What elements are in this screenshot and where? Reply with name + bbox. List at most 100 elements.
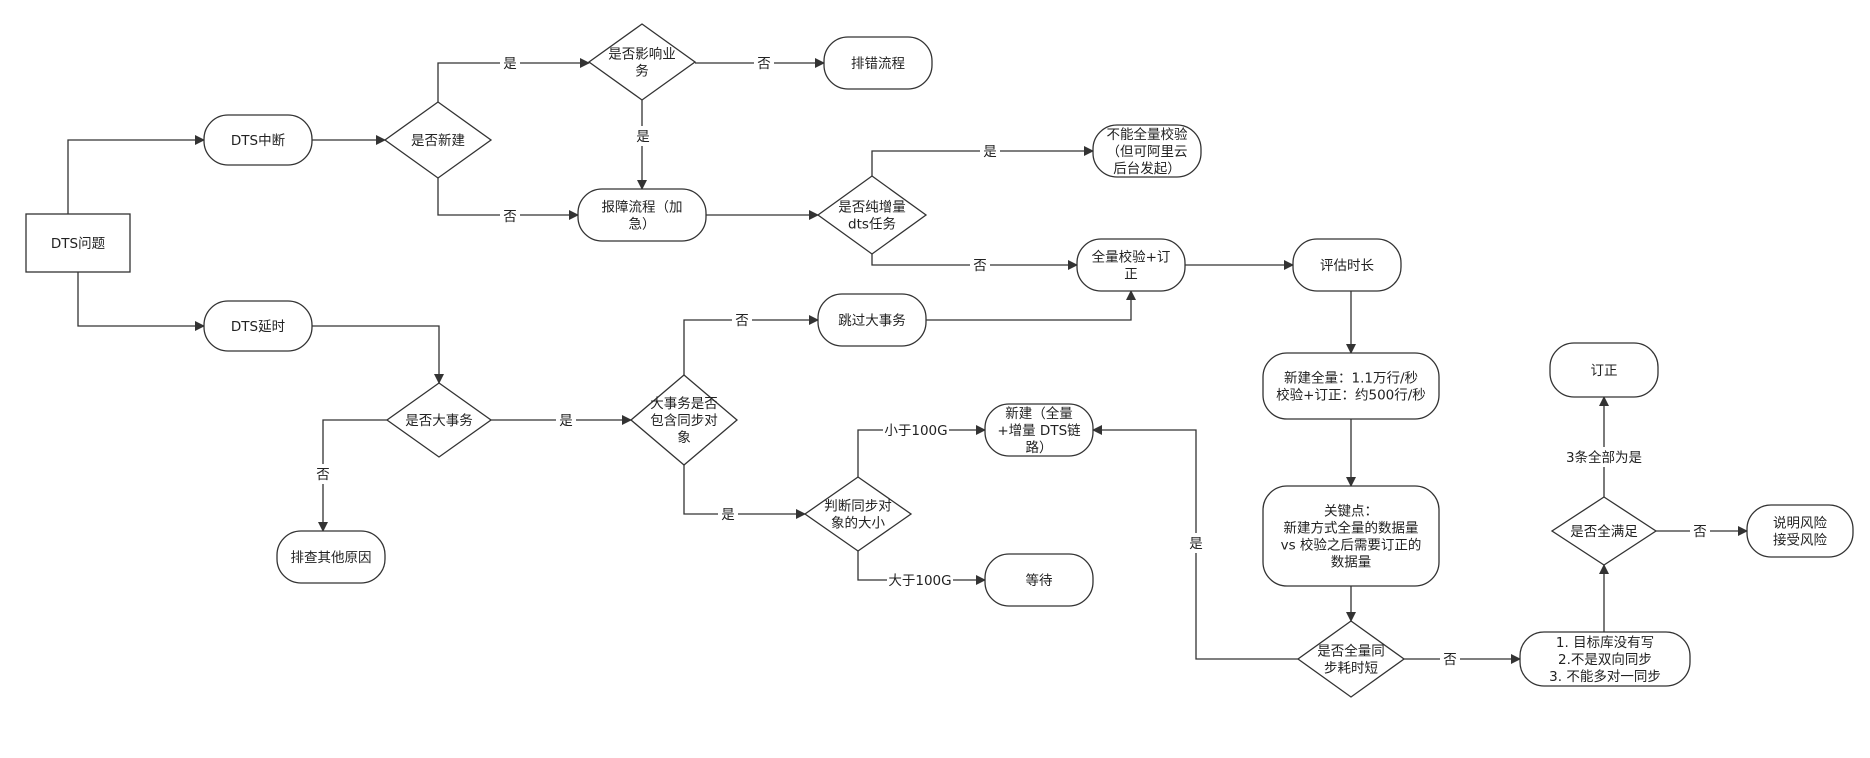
node-text: +增量 DTS链 xyxy=(997,423,1081,439)
terminal-box xyxy=(823,36,933,90)
edge-label-text: 是 xyxy=(721,507,735,523)
edge-label-text: 否 xyxy=(757,56,771,72)
node-text: DTS问题 xyxy=(51,236,105,252)
edge-label-text: 是 xyxy=(559,413,573,429)
node-text: 订正 xyxy=(1591,363,1618,379)
node-text: 报障流程（加 xyxy=(602,200,683,216)
edge-label-text: 否 xyxy=(1443,652,1457,668)
node-text: 后台发起） xyxy=(1113,161,1181,177)
node-text: 新建（全量 xyxy=(1005,405,1073,422)
decision-diamond xyxy=(385,382,493,458)
node-text: 不能全量校验 xyxy=(1107,126,1188,143)
edge-label-text: 否 xyxy=(316,467,330,483)
edge-label-no-conditions: 否 xyxy=(1440,649,1460,669)
node-text: DTS中断 xyxy=(231,133,285,149)
edge-label-yes-big-tx: 是 xyxy=(556,410,576,430)
node-wait: 等待 xyxy=(984,553,1094,607)
node-text: 1. 目标库没有写 xyxy=(1556,635,1654,651)
edge-label-gt-100g: 大于100G xyxy=(887,570,953,590)
node-fix: 订正 xyxy=(1549,342,1659,398)
terminal-box xyxy=(203,114,313,166)
decision-diamond xyxy=(803,476,913,552)
node-skip-big-tx: 跳过大事务 xyxy=(817,293,927,347)
node-text: 跳过大事务 xyxy=(838,313,906,329)
node-all-satisfied: 是否全满足 xyxy=(1550,496,1658,566)
node-text: vs 校验之后需要订正的 xyxy=(1281,537,1422,554)
edge-label-text: 小于100G xyxy=(884,423,947,439)
terminal-box xyxy=(1092,124,1202,178)
edge-label-no-troubleshoot: 否 xyxy=(754,53,774,73)
edge-label-yes-affects: 是 xyxy=(500,53,520,73)
terminal-box xyxy=(1292,238,1402,292)
edge-sync-obj-to-judge xyxy=(683,465,806,519)
terminal-box xyxy=(203,300,313,352)
edge-label-text: 否 xyxy=(735,313,749,329)
node-text: 3. 不能多对一同步 xyxy=(1549,668,1661,685)
edge-label-text: 否 xyxy=(503,209,517,225)
edge-label-yes-new-build: 是 xyxy=(1186,533,1206,553)
node-text: 大事务是否 xyxy=(650,396,718,412)
node-text: 是否影响业 xyxy=(608,47,676,63)
edge-label-text: 3条全部为是 xyxy=(1566,449,1642,466)
node-text: 评估时长 xyxy=(1320,258,1374,274)
node-text: 全量校验+订 xyxy=(1092,249,1171,266)
node-report-flow: 报障流程（加急） xyxy=(577,188,707,242)
process-box xyxy=(25,213,131,273)
node-text: 象 xyxy=(677,430,691,446)
edge-label-yes-no-check: 是 xyxy=(980,141,1000,161)
node-text: 排查其他原因 xyxy=(291,550,372,566)
node-text: 新建方式全量的数据量 xyxy=(1284,520,1419,537)
terminal-box xyxy=(577,188,707,242)
edge-delay-to-big-transaction xyxy=(312,325,444,384)
edge-label-text: 大于100G xyxy=(888,573,951,589)
node-text: 是否纯增量 xyxy=(838,200,906,216)
node-big-transaction: 是否大事务 xyxy=(385,382,493,458)
terminal-box xyxy=(1076,238,1186,292)
node-full-check-fix: 全量校验+订正 xyxy=(1076,238,1186,292)
terminal-box xyxy=(984,403,1094,457)
node-text: 数据量 xyxy=(1331,555,1372,571)
edge-label-text: 是 xyxy=(983,144,997,160)
node-text: 是否大事务 xyxy=(405,413,473,429)
edge-label-text: 否 xyxy=(1693,524,1707,540)
edge-label-lt-100g: 小于100G xyxy=(883,420,949,440)
terminal-box xyxy=(1519,631,1691,687)
edge-label-no-full-check: 否 xyxy=(970,255,990,275)
edge-pure-incremental-to-full-check xyxy=(871,254,1078,270)
terminal-box xyxy=(1262,485,1440,587)
node-is-new-build: 是否新建 xyxy=(383,101,493,179)
node-text: 是否新建 xyxy=(411,133,465,149)
edge-dts-problem-to-interrupt xyxy=(67,135,205,214)
node-text: 关键点： xyxy=(1324,504,1378,520)
terminal-box xyxy=(1262,352,1440,420)
edge-label-text: 否 xyxy=(973,258,987,274)
decision-diamond xyxy=(816,175,928,255)
edge-label-no-other: 否 xyxy=(313,464,333,484)
node-text: 排错流程 xyxy=(851,56,905,72)
edge-labels-layer: 是否是否是否否否是是小于100G大于100G是否3条全部为是否 xyxy=(313,53,1710,669)
edge-label-text: 是 xyxy=(503,56,517,72)
edge-big-transaction-to-other xyxy=(318,419,387,532)
node-text: 2.不是双向同步 xyxy=(1558,652,1652,668)
node-text: 象的大小 xyxy=(831,516,885,532)
node-text: DTS延时 xyxy=(231,319,285,335)
edge-sync-obj-to-skip xyxy=(683,315,819,375)
decision-diamond xyxy=(1296,620,1406,698)
decision-diamond xyxy=(1550,496,1658,566)
node-text: 校验+订正：约500行/秒 xyxy=(1276,387,1426,404)
node-text: 步耗时短 xyxy=(1324,661,1378,677)
node-dts-delay: DTS延时 xyxy=(203,300,313,352)
node-text: dts任务 xyxy=(848,217,896,233)
node-text: 接受风险 xyxy=(1773,532,1827,549)
edge-label-no-skip: 否 xyxy=(732,310,752,330)
edge-label-yes-judge: 是 xyxy=(718,504,738,524)
